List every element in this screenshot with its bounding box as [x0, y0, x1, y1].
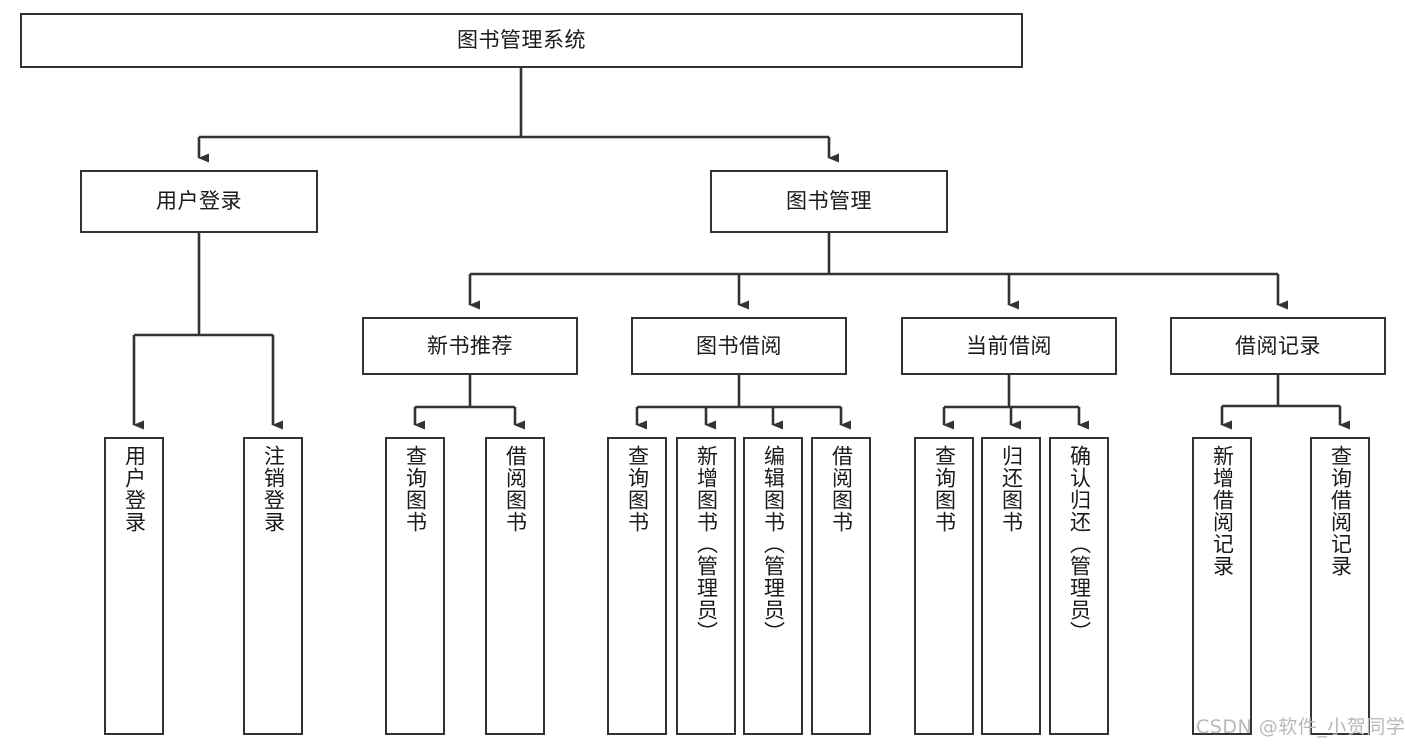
node-label: 查询借阅记录: [1328, 445, 1353, 577]
node-label: 新增借阅记录: [1210, 445, 1235, 577]
node-label: 注销登录: [261, 445, 286, 533]
node-current-borrow[interactable]: 当前借阅: [901, 317, 1117, 375]
node-label: 借阅记录: [1235, 333, 1321, 358]
node-label: 查询图书: [625, 445, 650, 533]
node-label: 新增图书（管理员）: [694, 445, 719, 643]
connector-lines: [132, 68, 1350, 430]
node-book-manage[interactable]: 图书管理: [710, 170, 948, 233]
node-label: 借阅图书: [829, 445, 854, 533]
node-label: 查询图书: [932, 445, 957, 533]
node-new-book-recommend[interactable]: 新书推荐: [362, 317, 578, 375]
node-leaf-borrow-book-2[interactable]: 借阅图书: [811, 437, 871, 735]
node-label: 确认归还（管理员）: [1067, 445, 1092, 643]
node-leaf-query-book-1[interactable]: 查询图书: [385, 437, 445, 735]
node-leaf-add-book[interactable]: 新增图书（管理员）: [676, 437, 736, 735]
node-label: 图书管理: [786, 189, 872, 214]
node-root[interactable]: 图书管理系统: [20, 13, 1023, 68]
node-leaf-edit-book[interactable]: 编辑图书（管理员）: [743, 437, 803, 735]
node-leaf-add-record[interactable]: 新增借阅记录: [1192, 437, 1252, 735]
node-label: 用户登录: [156, 189, 242, 214]
node-label: 当前借阅: [966, 333, 1052, 358]
node-label: 新书推荐: [427, 333, 513, 358]
node-leaf-borrow-book-1[interactable]: 借阅图书: [485, 437, 545, 735]
node-leaf-user-login[interactable]: 用户登录: [104, 437, 164, 735]
node-leaf-query-record[interactable]: 查询借阅记录: [1310, 437, 1370, 735]
node-borrow-record[interactable]: 借阅记录: [1170, 317, 1386, 375]
node-leaf-query-book-2[interactable]: 查询图书: [607, 437, 667, 735]
node-leaf-confirm-return[interactable]: 确认归还（管理员）: [1049, 437, 1109, 735]
node-label: 归还图书: [999, 445, 1024, 533]
node-label: 编辑图书（管理员）: [761, 445, 786, 643]
node-label: 借阅图书: [503, 445, 528, 533]
node-label: 图书借阅: [696, 333, 782, 358]
node-label: 图书管理系统: [457, 28, 586, 53]
node-leaf-query-book-3[interactable]: 查询图书: [914, 437, 974, 735]
node-label: 查询图书: [403, 445, 428, 533]
node-book-borrow[interactable]: 图书借阅: [631, 317, 847, 375]
node-leaf-user-logout[interactable]: 注销登录: [243, 437, 303, 735]
node-leaf-return-book[interactable]: 归还图书: [981, 437, 1041, 735]
node-label: 用户登录: [122, 445, 147, 533]
node-user-login[interactable]: 用户登录: [80, 170, 318, 233]
